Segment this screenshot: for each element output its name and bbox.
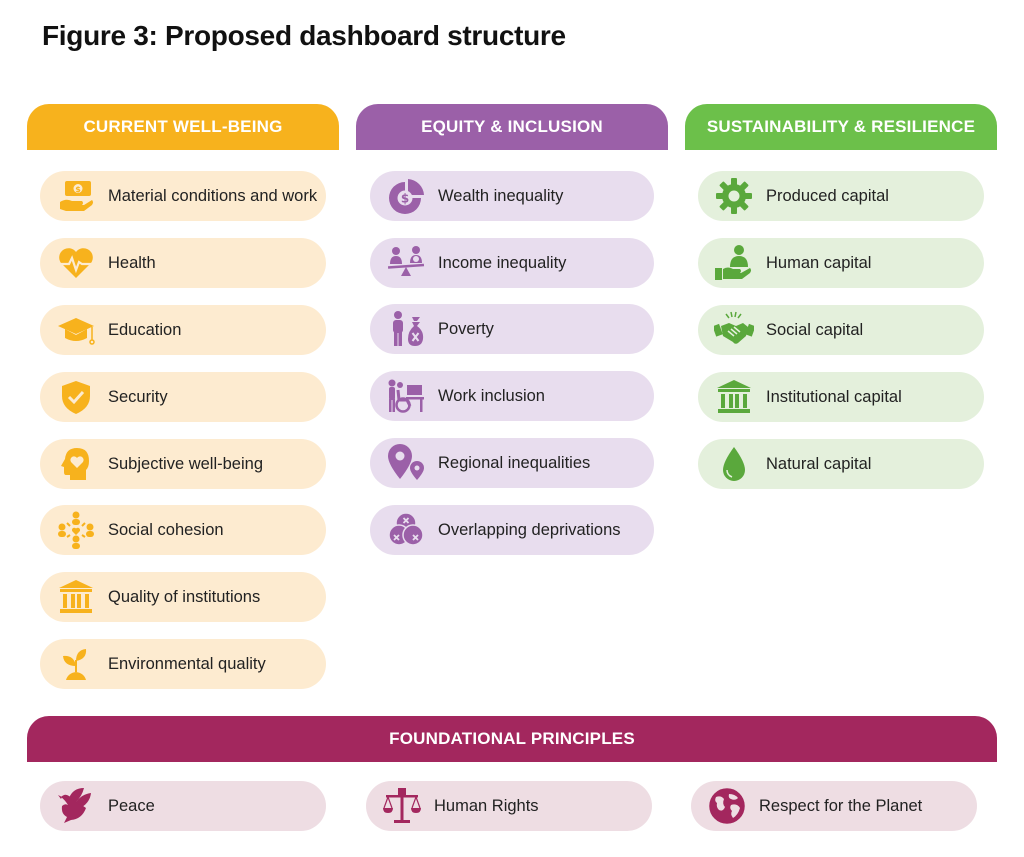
hand-person-icon	[712, 241, 756, 285]
sprout-icon	[54, 642, 98, 686]
item-label: Social cohesion	[108, 520, 224, 539]
dove-icon	[54, 784, 98, 828]
item-label: Income inequality	[438, 253, 567, 272]
item-work-inclusion: Work inclusion	[370, 371, 654, 421]
svg-text:$: $	[75, 185, 81, 194]
item-label: Produced capital	[766, 186, 889, 205]
water-drop-icon	[712, 442, 756, 486]
item-wealth-inequality: $ Wealth inequality	[370, 171, 654, 221]
header-label: EQUITY & INCLUSION	[421, 117, 603, 136]
item-environmental-quality: Environmental quality	[40, 639, 326, 689]
item-material-conditions: $ Material conditions and work	[40, 171, 326, 221]
item-label: Education	[108, 320, 182, 339]
item-label: Subjective well-being	[108, 454, 264, 473]
item-social-capital: Social capital	[698, 305, 984, 355]
handshake-icon	[712, 308, 756, 352]
item-regional-inequalities: Regional inequalities	[370, 438, 654, 488]
item-natural-capital: Natural capital	[698, 439, 984, 489]
item-education: Education	[40, 305, 326, 355]
item-label: Human Rights	[434, 796, 539, 815]
item-human-capital: Human capital	[698, 238, 984, 288]
header-current-well-being: CURRENT WELL-BEING	[27, 104, 339, 150]
item-label: Peace	[108, 796, 155, 815]
venn-x-icon	[384, 508, 428, 552]
header-equity-inclusion: EQUITY & INCLUSION	[356, 104, 668, 150]
item-label: Work inclusion	[438, 386, 545, 405]
item-peace: Peace	[40, 781, 326, 831]
item-label: Regional inequalities	[438, 453, 591, 472]
institution-icon	[54, 575, 98, 619]
item-social-cohesion: Social cohesion	[40, 505, 326, 555]
item-human-rights: Human Rights	[366, 781, 652, 831]
globe-icon	[705, 784, 749, 828]
money-hand-icon: $	[54, 174, 98, 218]
gear-icon	[712, 174, 756, 218]
item-income-inequality: Income inequality	[370, 238, 654, 288]
item-label: Institutional capital	[766, 387, 902, 406]
map-pins-icon	[384, 441, 428, 485]
item-label: Overlapping deprivations	[438, 520, 621, 539]
item-label: Human capital	[766, 253, 872, 272]
item-label: Material conditions and work	[108, 186, 318, 205]
figure-title: Figure 3: Proposed dashboard structure	[42, 20, 566, 51]
shield-check-icon	[54, 375, 98, 419]
person-moneybag-icon	[384, 307, 428, 351]
justice-scales-icon	[380, 784, 424, 828]
balance-people-icon	[384, 241, 428, 285]
item-label: Social capital	[766, 320, 864, 339]
item-quality-of-institutions: Quality of institutions	[40, 572, 326, 622]
header-label: CURRENT WELL-BEING	[83, 117, 283, 136]
item-label: Wealth inequality	[438, 186, 564, 205]
item-overlapping-deprivations: Overlapping deprivations	[370, 505, 654, 555]
header-foundational-principles: FOUNDATIONAL PRINCIPLES	[27, 716, 997, 762]
item-label: Respect for the Planet	[759, 796, 923, 815]
item-institutional-capital: Institutional capital	[698, 372, 984, 422]
heart-pulse-icon	[54, 241, 98, 285]
svg-text:$: $	[401, 192, 409, 206]
item-label: Environmental quality	[108, 654, 266, 673]
pie-dollar-icon: $	[384, 174, 428, 218]
item-health: Health	[40, 238, 326, 288]
header-label: SUSTAINABILITY & RESILIENCE	[706, 117, 976, 136]
graduation-cap-icon	[54, 308, 98, 352]
wheelchair-desk-icon	[384, 374, 428, 418]
item-poverty: Poverty	[370, 304, 654, 354]
people-network-icon	[54, 508, 98, 552]
item-subjective-well-being: Subjective well-being	[40, 439, 326, 489]
head-heart-icon	[54, 442, 98, 486]
item-security: Security	[40, 372, 326, 422]
institution-icon	[712, 375, 756, 419]
header-label: FOUNDATIONAL PRINCIPLES	[389, 729, 635, 748]
item-label: Quality of institutions	[108, 587, 261, 606]
item-label: Health	[108, 253, 156, 272]
item-respect-for-the-planet: Respect for the Planet	[691, 781, 977, 831]
item-label: Natural capital	[766, 454, 872, 473]
item-label: Security	[108, 387, 168, 406]
header-sustainability-resilience: SUSTAINABILITY & RESILIENCE	[685, 104, 997, 150]
item-label: Poverty	[438, 319, 494, 338]
item-produced-capital: Produced capital	[698, 171, 984, 221]
